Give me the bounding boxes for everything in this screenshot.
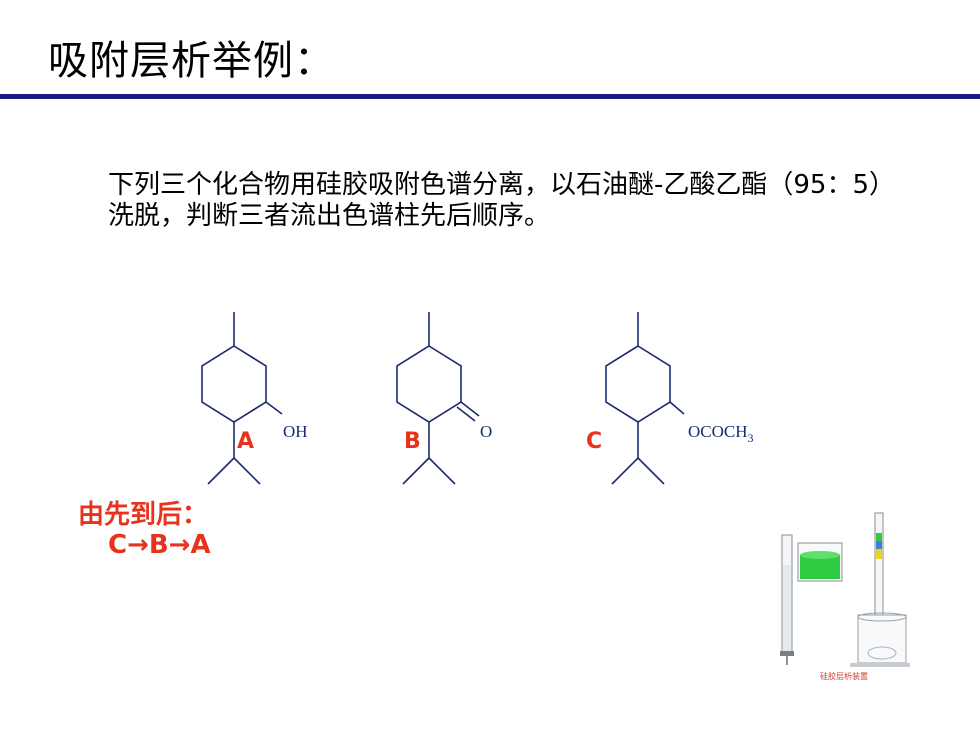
molecule-c-substituent-bond [669,401,685,415]
molecule-c-ring [605,345,671,423]
molecule-a-ring [201,345,267,423]
chromatography-apparatus-image: 硅胶层析装置 [780,512,910,681]
molecule-a-substituent-bond [265,401,283,415]
page-title: 吸附层析举例： [48,38,335,84]
molecule-c-isopropyl-left [611,422,639,485]
molecule-b-group: O [480,422,492,441]
molecule-b-carbonyl-2 [456,406,476,422]
molecule-b-label: B [404,429,421,454]
molecule-b-ring [396,345,462,423]
molecule-c: C OCOCH3 [586,312,754,485]
band-green [876,533,882,541]
molecule-a-isopropyl [207,422,235,485]
apparatus-caption: 硅胶层析装置 [820,671,868,681]
answer-block: 由先到后： C→B→A [78,500,211,560]
molecule-b-carbonyl-1 [460,401,480,417]
collecting-beaker-rim [857,612,907,622]
molecule-c-label: C [586,429,602,454]
band-blue [876,541,882,549]
molecule-c-group-subscript: 3 [748,431,754,445]
molecule-c-group-main: OCOCH [688,422,748,441]
collecting-beaker-coil [867,646,897,660]
molecule-c-group: OCOCH3 [688,422,754,445]
left-stopcock [780,651,794,656]
left-column-packing [783,565,791,651]
molecule-b: B O [396,312,492,485]
molecule-structures: A OH B O C OCOCH3 [201,312,754,485]
title-divider [0,94,980,99]
molecule-b-isopropyl-right [428,457,456,485]
question-text: 下列三个化合物用硅胶吸附色谱分离，以石油醚-乙酸乙酯（95：5）洗脱，判断三者流… [108,170,896,231]
molecule-a-isopropyl-right [233,457,261,485]
molecule-a-label: A [237,429,254,454]
molecule-c-isopropyl-right [637,457,665,485]
stand-base [850,663,910,667]
answer-order: C→B→A [108,530,211,560]
band-yellow [876,549,882,559]
beaker-liquid-surface [800,551,840,559]
collecting-beaker [857,614,907,664]
answer-heading: 由先到后： [78,500,209,530]
molecule-a: A OH [201,312,308,485]
molecule-a-group: OH [283,422,308,441]
